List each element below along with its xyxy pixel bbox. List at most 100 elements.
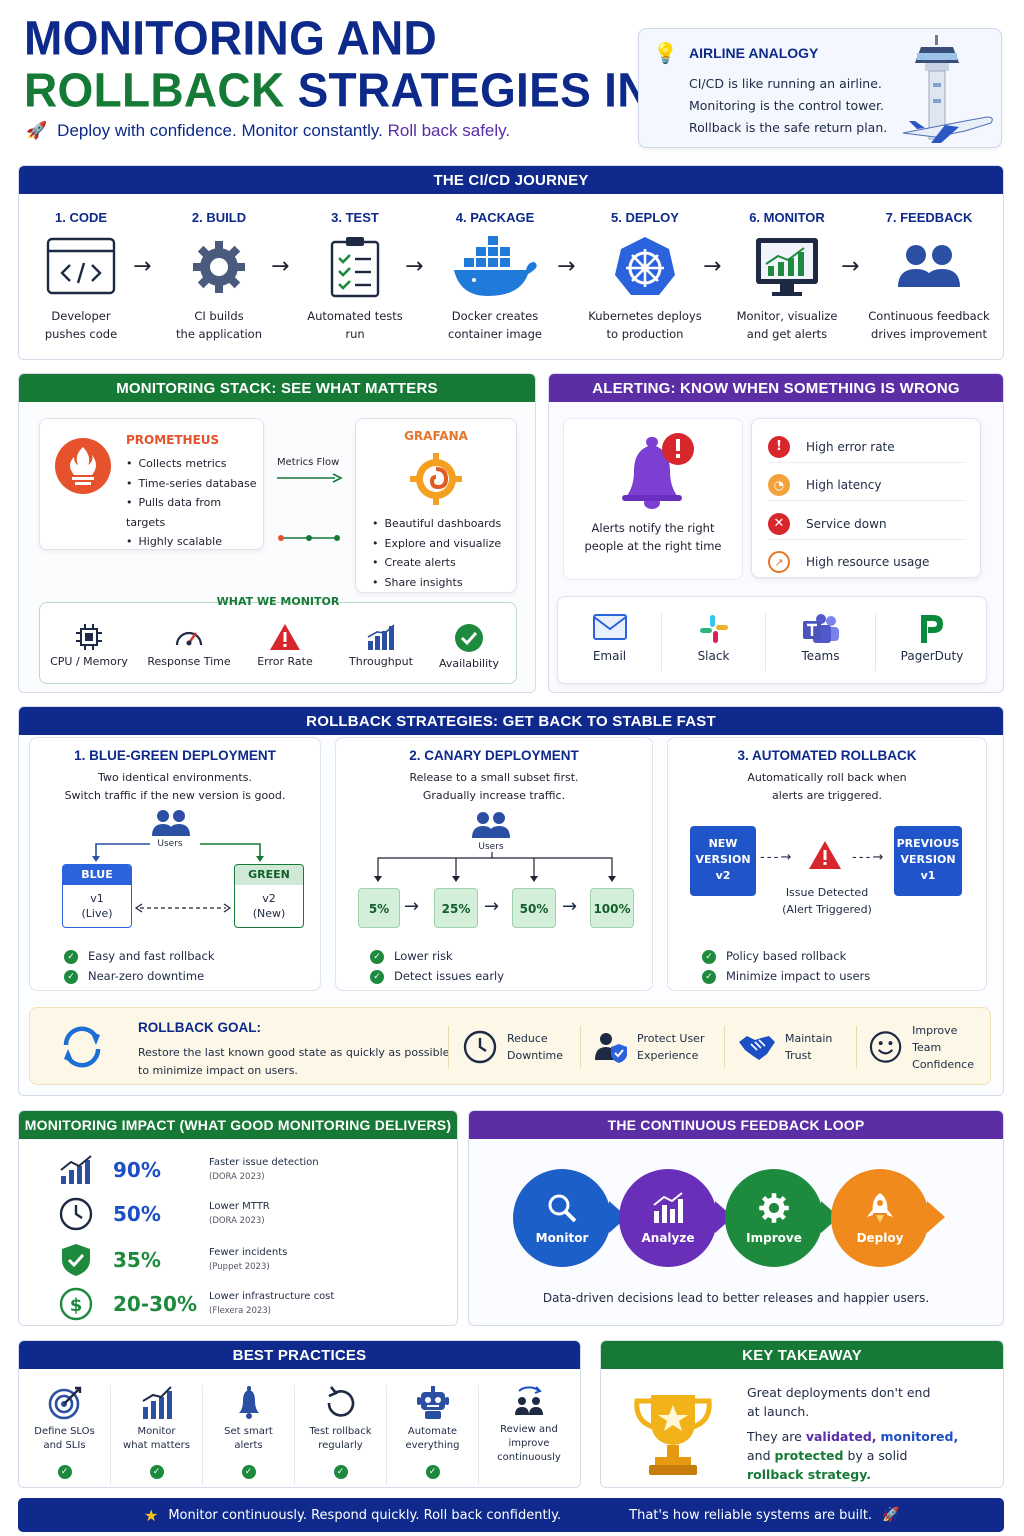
takeaway-line: at launch. <box>747 1404 810 1419</box>
target-icon <box>48 1386 81 1420</box>
issue-label: (Alert Triggered) <box>782 903 872 916</box>
email-icon <box>592 614 627 640</box>
analogy-line: Rollback is the safe return plan. <box>689 120 888 135</box>
airline-analogy-card: 💡 AIRLINE ANALOGY CI/CD is like running … <box>638 28 1002 148</box>
dashed-arrow-icon: - - - → <box>760 850 791 865</box>
users-label: Users <box>157 839 183 849</box>
check-icon: ✓ <box>64 949 78 964</box>
bell-icon <box>238 1386 259 1419</box>
prometheus-card: PROMETHEUS Collects metrics Time-series … <box>39 418 264 550</box>
benefit-item: ✓Detect issues early <box>370 966 504 986</box>
user-shield-icon <box>595 1033 627 1063</box>
clock-icon <box>59 1197 93 1231</box>
slack-icon <box>699 615 728 643</box>
step-title: 1. CODE <box>54 210 107 225</box>
section-title: MONITORING IMPACT (WHAT GOOD MONITORING … <box>19 1111 457 1139</box>
arrow-right-icon: → <box>557 254 576 279</box>
grafana-item: Create alerts <box>372 553 501 573</box>
users-icon <box>152 810 190 836</box>
channel-label: PagerDuty <box>900 649 964 663</box>
step-desc: Docker creates <box>451 309 539 323</box>
strategy-desc: Release to a small subset first. <box>409 771 579 784</box>
strategy-desc: alerts are triggered. <box>771 789 883 802</box>
step-desc: Continuous feedback <box>868 309 990 323</box>
takeaway-highlight: validated, <box>805 1429 877 1444</box>
monitor-label: Throughput <box>349 655 413 668</box>
star-icon: ★ <box>144 1505 159 1525</box>
dollar-icon: $ <box>59 1287 93 1321</box>
benefit-item: ✓Minimize impact to users <box>702 966 870 986</box>
step-desc: to production <box>606 327 684 341</box>
refresh-icon <box>327 1386 354 1417</box>
teams-icon <box>802 614 839 643</box>
analogy-line: Monitoring is the control tower. <box>689 98 884 113</box>
journey-step-monitor: 6. MONITOR Monitor, visualize and get al… <box>717 210 857 343</box>
robot-icon <box>416 1386 449 1419</box>
impact-row: 50% Lower MTTR(DORA 2023) <box>59 1195 439 1233</box>
benefit-label: Lower risk <box>394 949 453 963</box>
monitor-availability: Availability <box>424 623 514 670</box>
impact-row: $ 20-30% Lower infrastructure cost(Flexe… <box>59 1285 439 1323</box>
channel-slack: Slack <box>662 613 766 671</box>
check-icon: ✓ <box>149 1464 164 1479</box>
flow-dots-icon <box>278 535 340 541</box>
condition-label: High latency <box>806 477 882 492</box>
clock-icon: ◔ <box>768 473 790 496</box>
prometheus-item: Collects metrics <box>126 454 263 474</box>
shield-check-icon <box>62 1244 90 1276</box>
step-desc: pushes code <box>44 327 118 341</box>
stage-label: Deploy <box>856 1231 904 1245</box>
journey-step-test: 3. TEST Automated tests run <box>285 210 425 343</box>
condition-label: Service down <box>806 516 887 531</box>
goal-item-label: Confidence <box>912 1057 974 1071</box>
gear-icon <box>759 1193 789 1223</box>
section-title: ALERTING: KNOW WHEN SOMETHING IS WRONG <box>549 374 1003 402</box>
grafana-item: Explore and visualize <box>372 534 502 554</box>
step-title: 6. MONITOR <box>749 210 825 225</box>
step-title: 2. BUILD <box>191 210 247 225</box>
step-desc: Kubernetes deploys <box>588 309 702 323</box>
tagline-text: Deploy with confidence. Monitor constant… <box>57 121 383 140</box>
channel-pagerduty: PagerDuty <box>876 613 988 671</box>
channel-label: Teams <box>801 649 840 663</box>
condition-service-down: ✕ Service down <box>768 508 966 540</box>
monitoring-stack-section: MONITORING STACK: SEE WHAT MATTERS PROME… <box>18 373 536 693</box>
refresh-icon <box>63 1026 101 1068</box>
goal-title: ROLLBACK GOAL: <box>138 1020 261 1035</box>
stage-label: Analyze <box>641 1231 695 1245</box>
analogy-title: AIRLINE ANALOGY <box>689 45 819 61</box>
lightbulb-icon: 💡 <box>653 41 678 65</box>
benefit-label: Easy and fast rollback <box>88 949 215 963</box>
section-title: THE CI/CD JOURNEY <box>19 166 1003 194</box>
grafana-swirl-icon <box>410 453 462 505</box>
strategy-desc: Gradually increase traffic. <box>422 789 566 802</box>
monitor-label: CPU / Memory <box>50 655 128 668</box>
team-cycle-icon <box>515 1386 543 1415</box>
impact-value: 90% <box>113 1158 161 1182</box>
check-icon: ✓ <box>370 969 384 984</box>
step-title: 3. TEST <box>331 210 379 225</box>
version-line: PREVIOUS <box>896 837 960 850</box>
arrow-right-icon: → <box>562 896 578 917</box>
code-icon <box>46 237 116 295</box>
error-rate-icon: ! <box>768 435 790 458</box>
channel-email: Email <box>558 613 662 671</box>
title-line1: MONITORING AND <box>24 10 438 66</box>
docker-icon <box>454 236 537 296</box>
strategy-title: 2. CANARY DEPLOYMENT <box>409 748 579 763</box>
env-label: BLUE <box>63 865 131 885</box>
arrow-right-icon: → <box>484 896 500 917</box>
practice-label: everything <box>405 1440 460 1451</box>
blue-environment: BLUE v1(Live) <box>62 864 132 928</box>
step-desc: run <box>345 327 365 341</box>
benefit-label: Minimize impact to users <box>726 969 871 983</box>
automated-rollback-card: 3. AUTOMATED ROLLBACK Automatically roll… <box>667 737 987 991</box>
trend-up-icon <box>60 1155 92 1184</box>
arrow-right-icon: → <box>133 254 152 279</box>
impact-label: Fewer incidents <box>209 1247 288 1258</box>
monitor-error-rate: Error Rate <box>240 623 330 668</box>
strategy-title: 3. AUTOMATED ROLLBACK <box>737 748 917 763</box>
